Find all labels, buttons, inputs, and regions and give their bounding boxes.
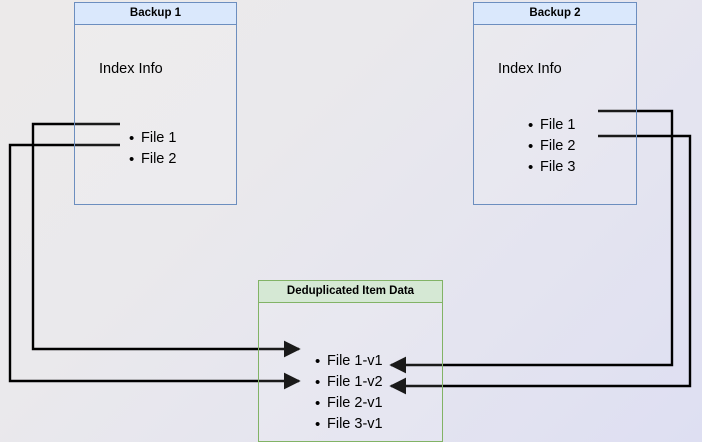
deduplicated-item-data-title: Deduplicated Item Data bbox=[259, 281, 442, 303]
deduplicated-item-data-body: File 1-v1 File 1-v2 File 2-v1 File 3-v1 bbox=[259, 303, 442, 441]
deduplicated-item-list: File 1-v1 File 1-v2 File 2-v1 File 3-v1 bbox=[313, 351, 383, 435]
backup-1-file-list: File 1 File 2 bbox=[127, 128, 177, 170]
backup-1-body: Index Info File 1 File 2 bbox=[75, 25, 236, 204]
backup-1-file-item[interactable]: File 2 bbox=[129, 149, 177, 170]
backup-2-title: Backup 2 bbox=[474, 3, 636, 25]
backup-2-index-label: Index Info bbox=[498, 61, 562, 77]
backup-2-body: Index Info File 1 File 2 File 3 bbox=[474, 25, 636, 204]
backup-2-file-item[interactable]: File 3 bbox=[528, 157, 576, 178]
backup-1-file-item[interactable]: File 1 bbox=[129, 128, 177, 149]
deduplicated-item[interactable]: File 2-v1 bbox=[315, 393, 383, 414]
deduplicated-item[interactable]: File 3-v1 bbox=[315, 414, 383, 435]
backup-2-file-item[interactable]: File 2 bbox=[528, 136, 576, 157]
deduplicated-item[interactable]: File 1-v2 bbox=[315, 372, 383, 393]
backup-1-index-label: Index Info bbox=[99, 61, 163, 77]
backup-2-file-list: File 1 File 2 File 3 bbox=[526, 115, 576, 178]
backup-1-box[interactable]: Backup 1 Index Info File 1 File 2 bbox=[74, 2, 237, 205]
backup-2-file-item[interactable]: File 1 bbox=[528, 115, 576, 136]
deduplicated-item[interactable]: File 1-v1 bbox=[315, 351, 383, 372]
backup-2-box[interactable]: Backup 2 Index Info File 1 File 2 File 3 bbox=[473, 2, 637, 205]
backup-1-title: Backup 1 bbox=[75, 3, 236, 25]
deduplicated-item-data-box[interactable]: Deduplicated Item Data File 1-v1 File 1-… bbox=[258, 280, 443, 442]
